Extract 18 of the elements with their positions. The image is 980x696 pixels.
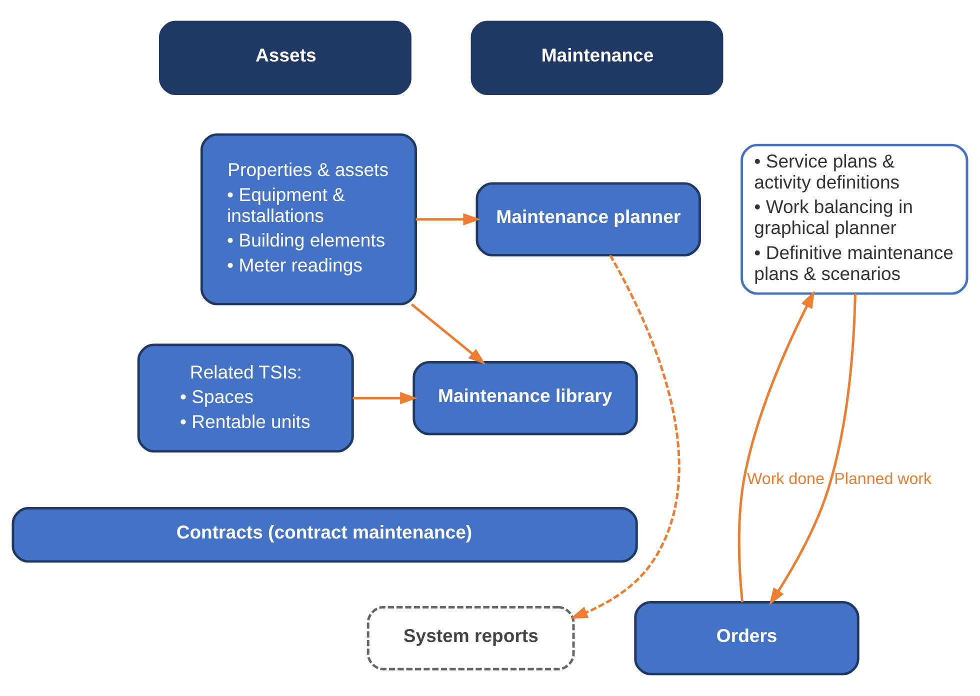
edge-label: Planned work (834, 470, 932, 488)
arrow (352, 392, 418, 404)
node-box: Maintenance planner (476, 182, 701, 256)
node-box: Contracts (contract maintenance) (12, 507, 638, 563)
arrow (410, 303, 486, 365)
node-box: Properties & assets • Equipment & installations • Building elements • Meter readings (200, 133, 417, 306)
node-box: Orders (634, 601, 860, 676)
node-box: • Service plans & activity definitions • Work balancing in graphical planner • Definitive maintenance plans & scenarios (740, 144, 968, 295)
node-box: Related TSIs: • Spaces • Rentable units (137, 344, 354, 453)
node-box: Assets (159, 20, 412, 95)
arrow (738, 290, 815, 602)
edge-label: Work done (747, 470, 824, 488)
node-box: Maintenance library (412, 361, 638, 436)
node-box: Maintenance (470, 20, 724, 95)
arrow (769, 294, 856, 606)
arrow (570, 254, 680, 619)
arrow (416, 213, 481, 226)
node-box: System reports (366, 606, 575, 670)
